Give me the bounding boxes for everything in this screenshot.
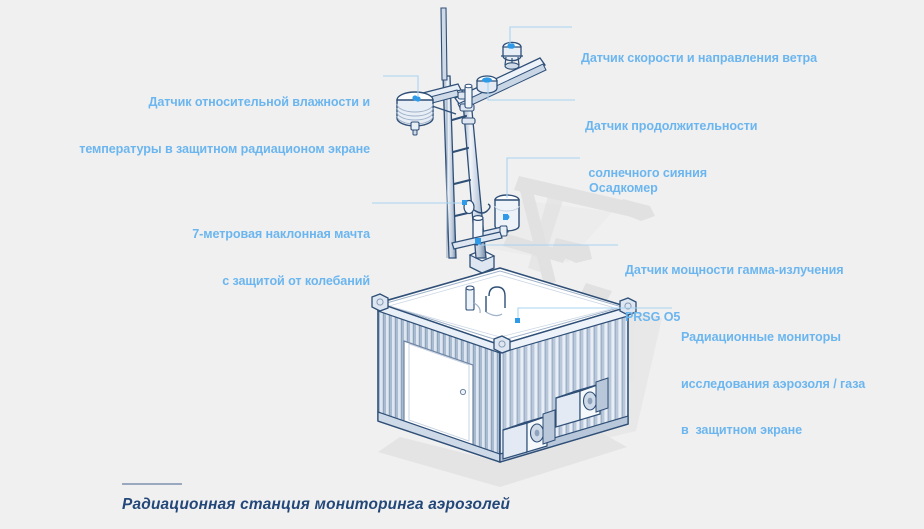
dot-monitors [515,318,520,323]
roof-vent-pipes [465,285,506,317]
precipitation-gauge [479,194,520,239]
label-mast: 7-метровая наклонная мачта с защитой от … [192,227,370,288]
dot-mast [462,200,467,205]
label-wind-speed-direction-sensor: Датчик скорости и направления ветра [581,51,818,65]
leader-wind [509,26,572,43]
leader-monitors [517,307,672,321]
figure-caption: Радиационная станция мониторинга аэрозол… [122,483,510,514]
caption-text: Радиационная станция мониторинга аэрозол… [122,496,511,513]
leader-humidity-temperature [383,75,419,96]
label-sunshine-duration-sensor: Датчик продолжительности солнечного сиян… [585,119,758,180]
dot-gamma [475,238,481,244]
ac-unit-lower [502,415,548,460]
label-humidity-temperature-sensor: Датчик относительной влажности и темпера… [79,95,370,156]
leader-sunshine [487,80,575,101]
label-precipitation-gauge: Осадкомер [589,181,658,195]
dot-humidity [415,96,421,102]
dot-precipitation [504,214,510,220]
ac-unit-upper [555,383,601,428]
caption-rule [122,483,182,485]
leader-endpoint-dots [415,43,520,323]
leader-lines [372,26,672,321]
label-radiation-monitors: Радиационные мониторы исследования аэроз… [681,330,866,437]
wind-speed-direction-sensor [501,41,523,70]
dot-sunshine [485,77,491,83]
mast-brace [464,83,473,109]
sunshine-duration-sensor [476,75,498,94]
label-gamma-dose-rate-sensor: Датчик мощности гамма-излучения PRSG O5 [625,263,844,324]
leader-precipitation [506,157,580,198]
corner-castings [371,293,637,354]
humidity-temperature-sensor [396,91,434,136]
dot-wind [507,43,513,49]
measurement-container [371,267,637,487]
